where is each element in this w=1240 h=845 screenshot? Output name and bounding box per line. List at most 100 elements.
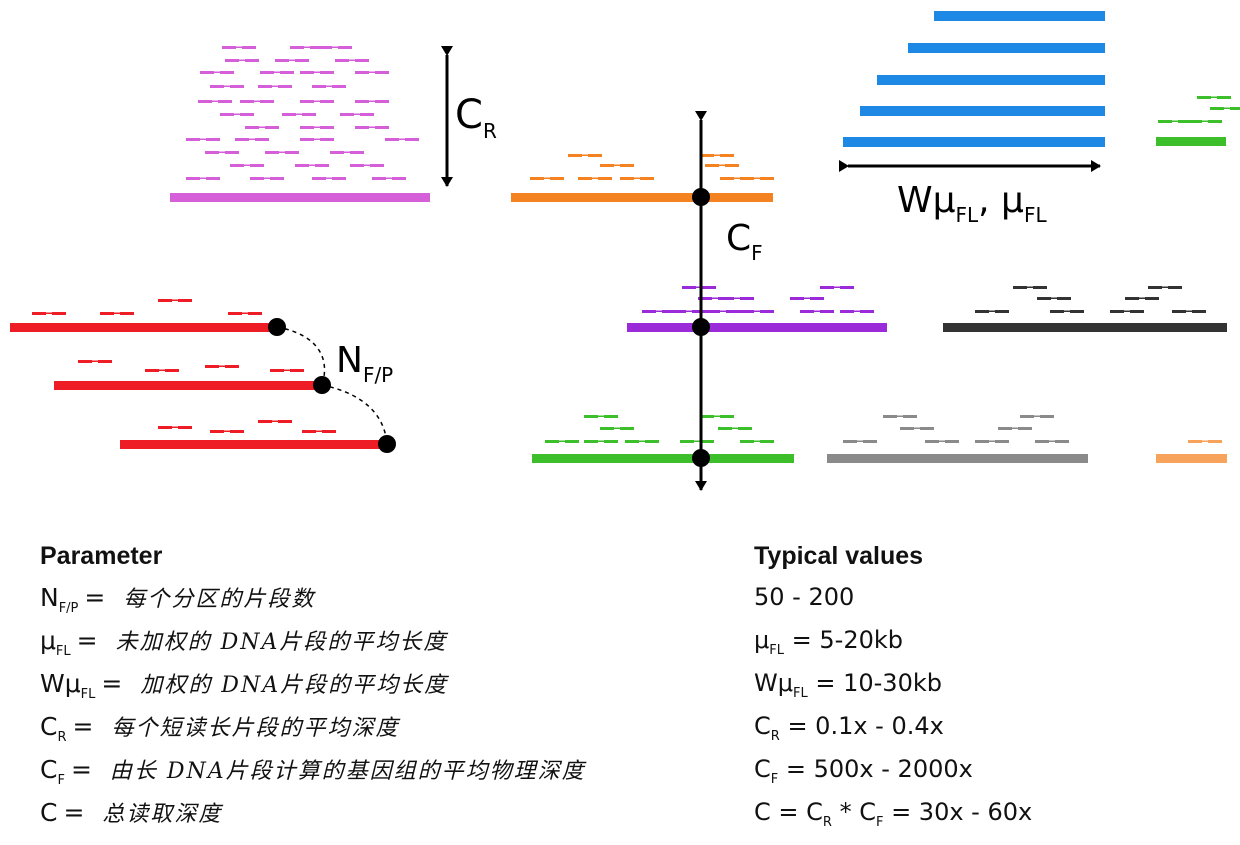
parameter-symbol: WμFL [40,669,96,702]
typical-value-row: CR = 0.1x - 0.4x [754,712,944,744]
parameter-row: CF=由长 DNA片段计算的基因组的平均物理深度 [40,748,586,791]
green-fragment-topright-bar [1156,137,1226,146]
magenta-fragment-read-5-link [347,59,355,61]
gray-fragment-read-1-left [900,427,914,430]
magenta-fragment-read-12-right [332,85,346,88]
gray-fragment-read-2-link [855,440,863,442]
magenta-fragment-read-20-right [265,126,279,129]
magenta-fragment-read-36-left [372,177,386,180]
purple-fragment-read-3-link [654,310,662,312]
gray-fragment-read-5-right [1018,427,1032,430]
magenta-fragment-read-28-left [265,151,279,154]
green-fragment-topright-read-2-right [1178,120,1192,123]
magenta-fragment-read-30-link [242,164,250,166]
green-fragment-topright-read-2-link [1170,120,1178,122]
dark-fragment-read-5-link [1160,286,1168,288]
magenta-fragment-read-35-right [332,177,346,180]
purple-fragment-read-9-left [800,310,814,313]
magenta-fragment-read-13-link [210,100,218,102]
purple-fragment-read-8-link [832,286,840,288]
green-fragment-read-4-left [625,440,639,443]
magenta-fragment-read-24-link [247,138,255,140]
orange-fragment-read-1-right [620,164,634,167]
cf-dot-green [692,449,710,467]
orange-fragment-read-8-right [760,177,774,180]
parameter-description: 每个短读长片段的平均深度 [111,716,400,741]
dark-fragment-read-7-link [1184,310,1192,312]
parameter-row: WμFL=加权的 DNA片段的平均长度 [40,662,586,705]
dark-fragment-read-4-right [1145,297,1159,300]
green-fragment-read-6-left [718,427,732,430]
dark-fragment-read-1-right [1057,297,1071,300]
magenta-fragment-read-34-link [262,177,270,179]
purple-fragment-read-6-link [752,310,760,312]
magenta-fragment-read-33-right [206,177,220,180]
magenta-fragment-read-16-right [375,100,389,103]
orange-fragment-read-0-link [580,154,588,156]
purple-fragment-read-5-left [706,310,720,313]
gray-fragment-read-1-link [912,427,920,429]
orange-fragment-read-3-left [578,177,592,180]
gray-fragment-read-7-link [1047,440,1055,442]
red-fragment-1-read-1-link [112,312,120,314]
gray-fragment-read-3-link [937,440,945,442]
magenta-fragment-read-11-right [278,85,292,88]
orange-fragment-read-3-link [590,177,598,179]
parameter-symbol: NF/P [40,583,79,616]
red-fragment-3-read-1-right [230,430,244,433]
purple-fragment-read-5-right [726,310,740,313]
green-fragment-read-3-left [584,440,598,443]
red-fragment-3-read-2-link [270,420,278,422]
typical-value-row: μFL = 5-20kb [754,626,903,658]
orange-fragment-read-4-left [620,177,634,180]
equals-sign: = [101,669,123,698]
magenta-fragment-read-35-left [312,177,326,180]
typical-value-row: 50 - 200 [754,583,855,611]
orange-fragment-read-8-link [752,177,760,179]
orange-fragment-read-5-right [720,154,734,157]
parameter-row: NF/P=每个分区的片段数 [40,576,586,619]
magenta-fragment-read-29-right [350,151,364,154]
orange-fragment-read-5-link [712,154,720,156]
green-fragment-read-1-link [612,427,620,429]
green-fragment-topright-read-1-left [1210,107,1224,110]
magenta-fragment-read-2-left [318,46,332,49]
magenta-fragment-read-11-link [270,85,278,87]
red-fragment-3-read-0-right [178,426,192,429]
magenta-fragment-read-21-right [320,126,334,129]
magenta-fragment-read-6-link [212,71,220,73]
parameter-symbol: μFL [40,626,71,659]
orange-fragment-read-8-left [740,177,754,180]
red-fragment-2-read-1-left [145,369,159,372]
dark-fragment-read-7-left [1172,310,1186,313]
green-fragment-read-2-link [557,440,565,442]
red-fragment-2-read-3-right [290,369,304,372]
magenta-fragment-read-13-left [198,100,212,103]
red-fragment-3-read-1-left [210,430,224,433]
magenta-fragment-read-28-right [285,151,299,154]
purple-fragment-read-10-right [860,310,874,313]
cf-dot-orange [692,188,710,206]
magenta-fragment-read-19-link [352,113,360,115]
magenta-fragment-read-22-link [367,126,375,128]
parameter-description: 每个分区的片段数 [123,587,316,612]
green-fragment-read-7-right [700,440,714,443]
dark-fragment-read-2-right [995,310,1009,313]
purple-fragment-read-10-link [852,310,860,312]
parameter-symbol: CR [40,712,67,745]
magenta-fragment-read-26-right [405,138,419,141]
dark-fragment-read-3-right [1070,310,1084,313]
magenta-fragment-read-9-link [367,71,375,73]
magenta-fragment-read-0-left [222,46,236,49]
magenta-fragment-read-36-right [392,177,406,180]
red-fragment-1-read-1-right [120,312,134,315]
red-fragment-2-read-3-left [270,369,284,372]
magenta-fragment-read-10-right [230,85,244,88]
parameter-description: 由长 DNA片段计算的基因组的平均物理深度 [109,759,586,784]
red-fragment-2-read-1-link [157,369,165,371]
magenta-fragment-read-6-right [220,71,234,74]
red-fragment-1-bar [10,323,277,332]
magenta-fragment-read-17-link [232,113,240,115]
light-orange-fragment-read-0-left [1188,440,1202,443]
dark-fragment-read-1-link [1049,297,1057,299]
